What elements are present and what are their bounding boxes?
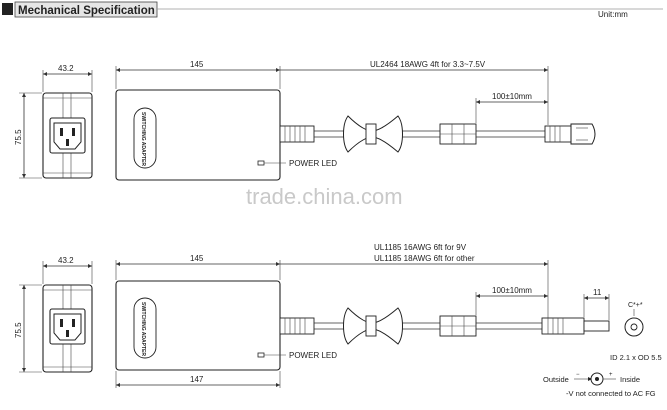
svg-text:−: − (576, 372, 580, 378)
side-height-label-2: 75.5 (14, 322, 23, 338)
ac-inlet-icon (49, 117, 86, 154)
length-label-2: 145 (190, 254, 204, 263)
side-height-label: 75.5 (14, 129, 23, 145)
side-view-2 (42, 284, 93, 373)
adapter-body: SWITCHING ADAPTER (115, 89, 281, 181)
section-title: Mechanical Specification (18, 5, 155, 17)
length-label: 145 (190, 60, 204, 69)
outside-label: Outside (543, 375, 569, 384)
bottom-view: 43.2 75.5 SWITCHING ADAPTER POWER LED 14… (14, 243, 662, 398)
cable-spec-label: UL2464 18AWG 4ft for 3.3~7.5V (370, 60, 486, 69)
ferrite-clamp-2 (439, 315, 477, 337)
plug-size-label: ID 2.1 x OD 5.5 (610, 353, 662, 362)
tail-length-label: 100±10mm (492, 92, 532, 101)
power-led-icon (257, 160, 265, 166)
body-label: SWITCHING ADAPTER (140, 112, 146, 166)
polarity-note: -V not connected to AC FG (566, 389, 656, 398)
side-width-label-2: 43.2 (58, 256, 74, 265)
polarity-symbol-icon: − + (574, 372, 616, 386)
bottom-length-label: 147 (190, 375, 204, 384)
plug-end-view-icon (624, 309, 644, 337)
ac-inlet-icon (49, 308, 86, 345)
power-led-label-2: POWER LED (289, 351, 337, 360)
power-led-icon-2 (257, 352, 265, 358)
unit-label: Unit:mm (598, 10, 628, 19)
cable-tie-icon-2 (343, 307, 403, 345)
side-width-label: 43.2 (58, 64, 74, 73)
dc-plug-icon (541, 317, 610, 335)
strain-relief-2 (279, 317, 315, 335)
cable-spec-line1: UL1185 16AWG 6ft for 9V (374, 243, 467, 252)
tail-length-label-2: 100±10mm (492, 286, 532, 295)
strain-relief (279, 125, 315, 143)
watermark: trade.china.com (246, 184, 403, 209)
power-led-label: POWER LED (289, 159, 337, 168)
plug-length-label: 11 (593, 288, 602, 297)
svg-text:+: + (609, 372, 613, 378)
body-label-2: SWITCHING ADAPTER (140, 302, 146, 356)
top-view: 43.2 75.5 SWITCHING ADAPTER POWER LED 14… (14, 60, 596, 181)
side-view (42, 92, 93, 179)
cable-spec-line2: UL1185 18AWG 6ft for other (374, 254, 475, 263)
section-header: Mechanical Specification (2, 1, 663, 18)
header-marker (2, 3, 13, 15)
adapter-body-2: SWITCHING ADAPTER (115, 280, 281, 371)
ferrite-clamp (439, 123, 477, 145)
inside-label: Inside (620, 375, 640, 384)
polarity-top-label: C*+* (628, 302, 643, 309)
din-plug-icon (544, 123, 596, 145)
cable-tie-icon (343, 115, 403, 153)
